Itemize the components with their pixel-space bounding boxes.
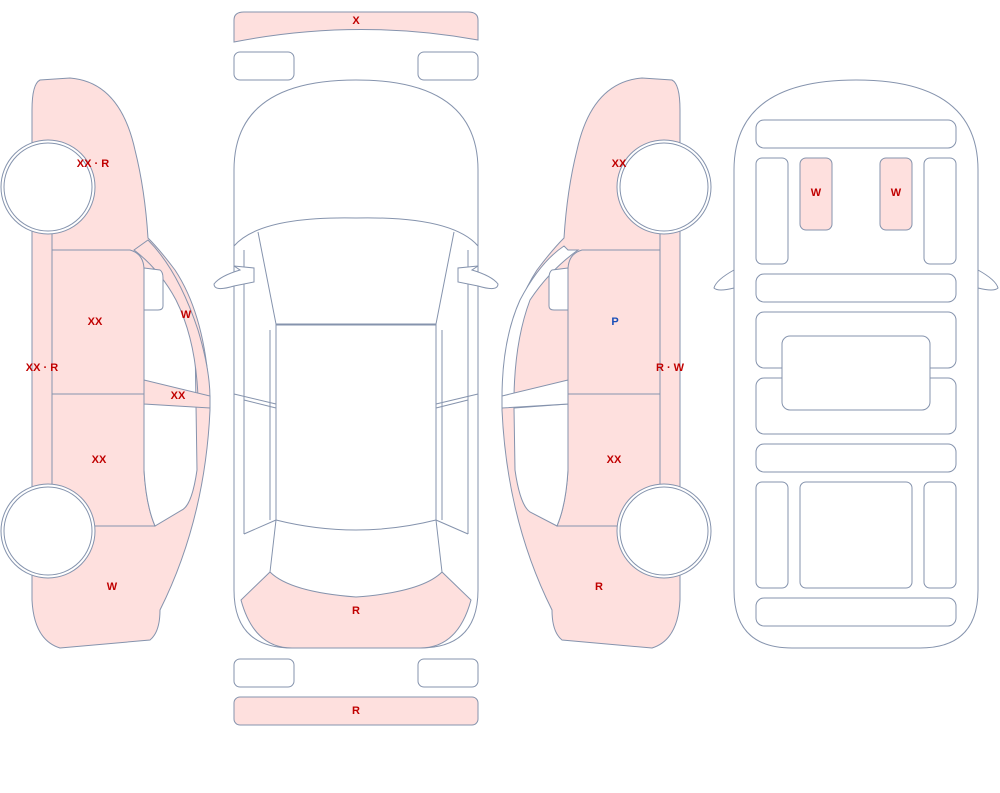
label-right-front-door: XX xyxy=(607,454,622,466)
top-view: R xyxy=(213,79,499,649)
label-interior-seat-left: W xyxy=(811,187,822,199)
rear-shelf xyxy=(755,597,957,627)
rear-plate-left xyxy=(233,658,295,688)
interior-left-mirror xyxy=(713,269,735,291)
interior-view: W W xyxy=(713,79,999,649)
left-rear-wheel xyxy=(3,486,93,576)
front-bumper[interactable] xyxy=(233,11,479,43)
cargo-area xyxy=(799,481,913,589)
left-side-view: XX · R XX W XX · R XX XX W xyxy=(0,77,211,649)
front-right-seat[interactable] xyxy=(879,157,913,231)
rear-right-trim xyxy=(923,481,957,589)
center-console-front xyxy=(755,273,957,303)
top-body-outline xyxy=(233,79,479,649)
label-interior-seat-right: W xyxy=(891,187,902,199)
top-right-mirror xyxy=(457,265,499,290)
front-left-seat[interactable] xyxy=(799,157,833,231)
right-mirror xyxy=(548,267,569,311)
rear-center-panel xyxy=(781,335,931,411)
label-left-a-pillar: W xyxy=(181,309,192,321)
right-mirror-glass xyxy=(501,379,569,409)
label-left-rocker: XX · R xyxy=(26,362,58,374)
rear-plate-right xyxy=(417,658,479,688)
left-mirror xyxy=(143,267,164,311)
front-right-door-trim xyxy=(923,157,957,265)
right-side-view: XX P R · W XX R xyxy=(501,77,712,649)
label-right-front-fender: R xyxy=(595,581,603,593)
rear-bumper[interactable] xyxy=(233,696,479,726)
label-left-rear-quarter: W xyxy=(107,581,118,593)
rear-left-trim xyxy=(755,481,789,589)
left-mirror-glass[interactable] xyxy=(143,379,211,409)
right-front-wheel xyxy=(619,142,709,232)
front-plate-right xyxy=(417,51,479,81)
label-left-front-fender: XX · R xyxy=(77,158,109,170)
top-left-mirror xyxy=(213,265,255,290)
left-front-wheel xyxy=(3,142,93,232)
right-glass-lower xyxy=(513,403,569,527)
label-rear-trunk: R xyxy=(352,605,360,617)
label-left-front-door: XX xyxy=(88,316,103,328)
rear-console xyxy=(755,443,957,473)
label-rear-bumper: R xyxy=(352,705,360,717)
right-front-door[interactable] xyxy=(567,249,661,395)
label-right-rocker: R · W xyxy=(656,362,685,374)
label-left-mirror-glass: XX xyxy=(171,390,186,402)
label-left-rear-door: XX xyxy=(92,454,107,466)
label-right-rear-quarter-top: XX xyxy=(612,158,627,170)
front-left-door-trim xyxy=(755,157,789,265)
label-front-bumper: X xyxy=(352,15,360,27)
rear-trunk[interactable] xyxy=(240,571,472,649)
interior-right-mirror xyxy=(977,269,999,291)
right-rear-wheel xyxy=(619,486,709,576)
label-right-rear-door: P xyxy=(611,316,618,328)
dashboard xyxy=(755,119,957,149)
front-plate-left xyxy=(233,51,295,81)
